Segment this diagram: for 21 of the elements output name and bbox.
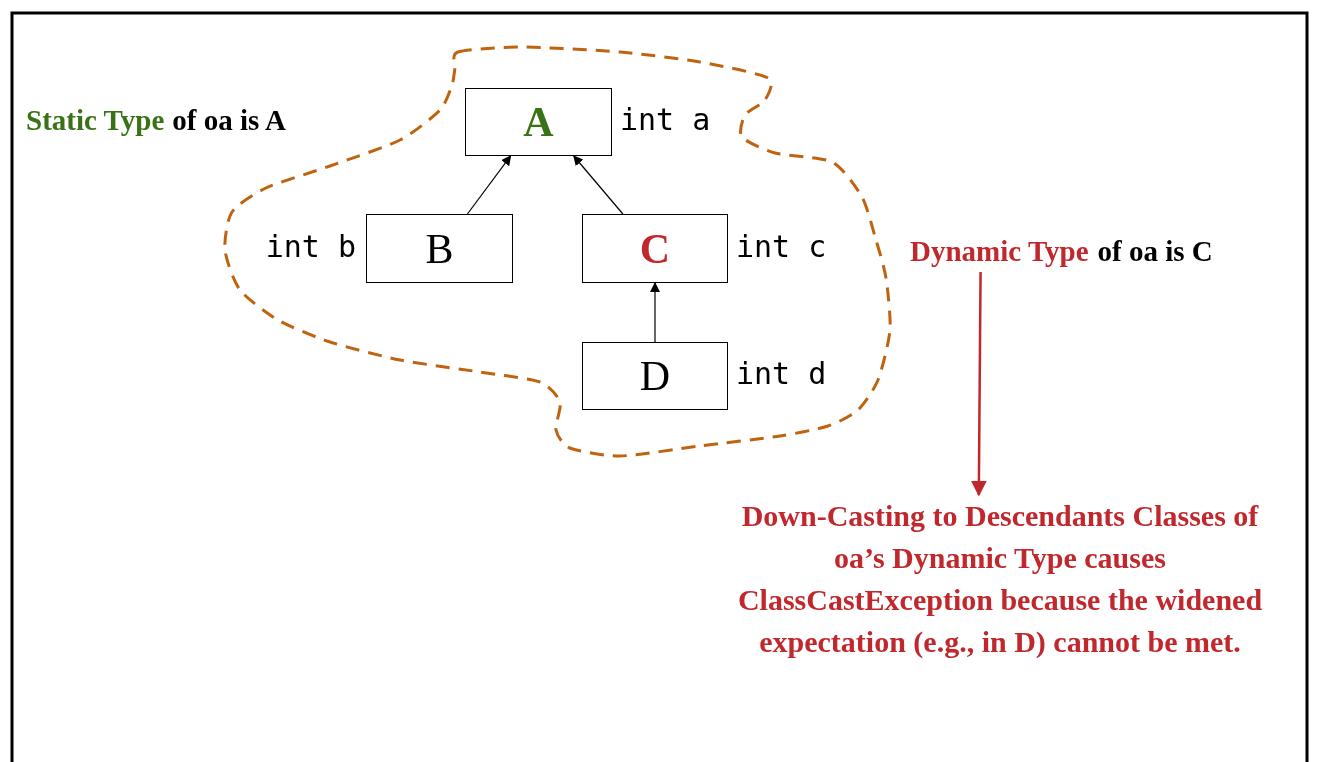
arrow — [650, 282, 660, 343]
class-name: D — [639, 352, 671, 400]
class-name: B — [425, 224, 454, 273]
field-label: int d — [736, 356, 827, 392]
field-label: int c — [736, 228, 827, 265]
arrow — [573, 155, 624, 215]
annotation-text: of oa is A — [172, 104, 286, 137]
explanation-text: Down-Casting to Descendants Classes of oa’s Dynamic Type causes ClassCastException because the widened expectation (e.g., in D) cannot be met. — [736, 498, 1264, 660]
class-name: A — [523, 98, 554, 146]
arrow — [970, 272, 987, 497]
field-label: int a — [620, 102, 711, 138]
annotation-text: of oa is C — [1097, 234, 1213, 268]
class-box — [465, 88, 612, 156]
class-box — [582, 342, 728, 410]
class-box — [582, 214, 728, 283]
term-text: Static Type — [26, 104, 165, 137]
class-name: C — [639, 224, 671, 273]
term-text: Dynamic Type — [910, 234, 1089, 268]
field-label: int b — [265, 228, 356, 265]
arrow — [466, 155, 512, 215]
class-box — [366, 214, 513, 283]
